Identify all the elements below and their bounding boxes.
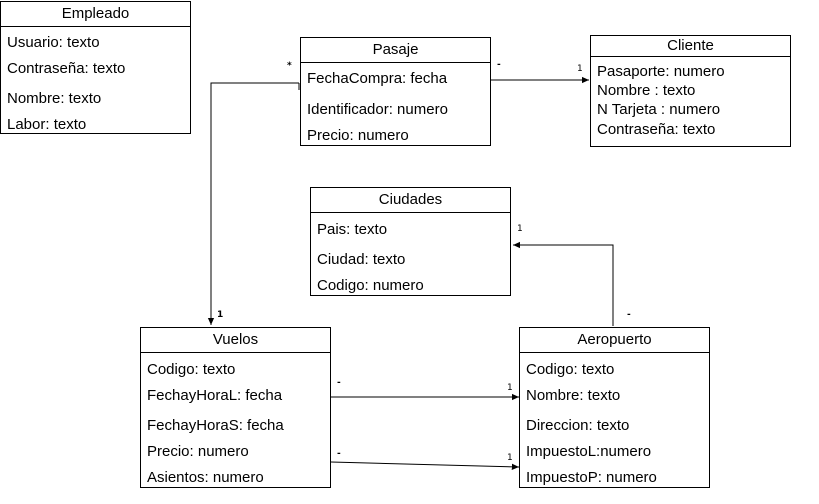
vuelos-to-aeropuerto-line-2 <box>330 461 520 471</box>
pasaje-vuelos-source-mult: * <box>287 61 292 71</box>
attribute: N Tarjeta : numero <box>597 101 721 118</box>
attribute: Usuario: texto <box>7 34 100 51</box>
class-aeropuerto[interactable]: Aeropuerto Codigo: texto Nombre: texto D… <box>519 327 710 488</box>
class-title: Vuelos <box>141 328 330 353</box>
attribute: Contraseña: texto <box>7 60 126 77</box>
class-title: Cliente <box>591 36 790 57</box>
attribute: ImpuestoL:numero <box>526 443 652 460</box>
attribute: FechayHoraS: fecha <box>147 417 284 434</box>
attribute: Identificador: numero <box>307 101 448 118</box>
attribute: Codigo: numero <box>317 277 424 294</box>
attribute: Nombre: texto <box>526 387 621 404</box>
attribute: FechayHoraL: fecha <box>147 387 283 404</box>
vuelos-aeropuerto-a-source-mult: - <box>337 378 341 388</box>
aeropuerto-to-ciudades-line <box>513 241 614 326</box>
attribute: Contraseña: texto <box>597 121 716 138</box>
vuelos-aeropuerto-b-target-mult: 1 <box>507 453 513 463</box>
attribute: FechaCompra: fecha <box>307 70 448 87</box>
class-vuelos[interactable]: Vuelos Codigo: texto FechayHoraL: fecha … <box>140 327 331 488</box>
attribute: Precio: numero <box>147 443 249 460</box>
class-title: Empleado <box>1 2 190 27</box>
class-pasaje[interactable]: Pasaje FechaCompra: fecha Identificador:… <box>300 37 491 146</box>
pasaje-cliente-source-mult: - <box>497 60 501 70</box>
class-title: Pasaje <box>301 38 490 63</box>
class-title: Aeropuerto <box>520 328 709 353</box>
class-empleado[interactable]: Empleado Usuario: texto Contraseña: text… <box>0 1 191 134</box>
pasaje-vuelos-target-mult: 1 <box>217 310 224 320</box>
vuelos-aeropuerto-b-source-mult: - <box>337 449 341 459</box>
attribute: ImpuestoP: numero <box>526 469 657 486</box>
class-title: Ciudades <box>311 188 510 213</box>
attribute: Labor: texto <box>7 116 87 133</box>
attribute: Pais: texto <box>317 221 388 238</box>
attribute: Asientos: numero <box>147 469 264 486</box>
attribute: Nombre: texto <box>7 90 102 107</box>
pasaje-to-vuelos-line <box>207 82 299 325</box>
class-cliente[interactable]: Cliente Pasaporte: numero Nombre : texto… <box>590 35 791 147</box>
aeropuerto-ciudades-target-mult: 1 <box>517 224 523 234</box>
attribute: Nombre : texto <box>597 82 696 99</box>
attribute: Codigo: texto <box>147 361 236 378</box>
attribute: Precio: numero <box>307 127 409 144</box>
aeropuerto-ciudades-source-mult: - <box>627 310 631 320</box>
class-ciudades[interactable]: Ciudades Pais: texto Ciudad: texto Codig… <box>310 187 511 296</box>
attribute: Direccion: texto <box>526 417 630 434</box>
attribute: Codigo: texto <box>526 361 615 378</box>
attribute: Ciudad: texto <box>317 251 406 268</box>
attribute: Pasaporte: numero <box>597 63 725 80</box>
vuelos-aeropuerto-a-target-mult: 1 <box>507 383 513 393</box>
pasaje-cliente-target-mult: 1 <box>577 64 583 74</box>
